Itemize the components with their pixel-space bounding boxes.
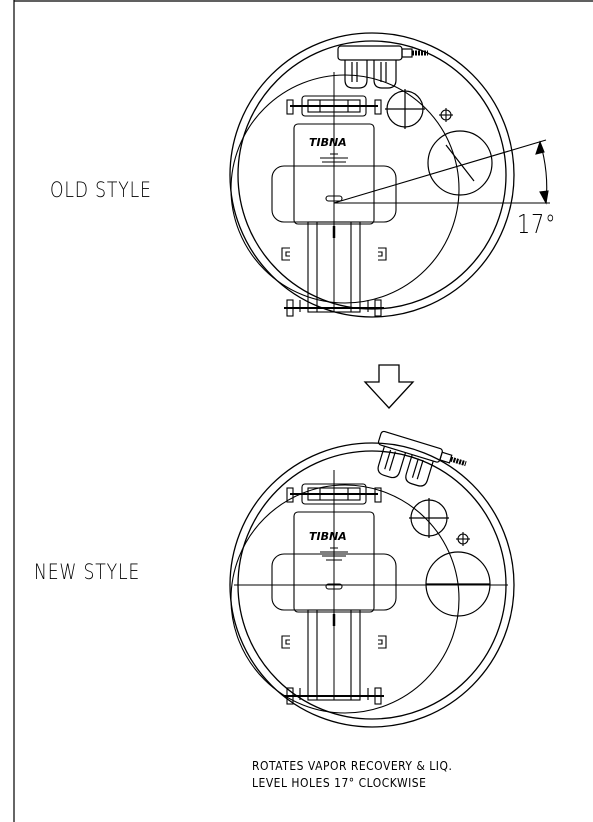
new-style-liquid-level-hole bbox=[425, 551, 491, 617]
transition-arrow-icon bbox=[363, 364, 415, 409]
old-style-angle-dimension bbox=[333, 139, 550, 205]
new-style-small-hole bbox=[456, 532, 470, 546]
rotation-note-line-1: ROTATES VAPOR RECOVERY & LIQ. bbox=[252, 758, 453, 773]
new-style-vapor-hole bbox=[409, 498, 449, 538]
old-style-hinge bbox=[337, 45, 428, 89]
old-style-label: OLD STYLE bbox=[50, 178, 152, 202]
new-style-hinge bbox=[377, 430, 467, 487]
rotation-note: ROTATES VAPOR RECOVERY & LIQ. LEVEL HOLE… bbox=[252, 757, 452, 791]
old-style-vapor-hole bbox=[385, 89, 425, 129]
old-style-brand-logo: TIBNA bbox=[309, 136, 347, 149]
new-style-label: NEW STYLE bbox=[34, 560, 141, 584]
old-style-liquid-level-hole bbox=[427, 130, 493, 196]
old-style-small-hole bbox=[439, 108, 453, 122]
rotation-note-line-2: LEVEL HOLES 17° CLOCKWISE bbox=[252, 775, 427, 790]
new-style-brand-logo: TIBNA bbox=[309, 530, 347, 543]
angle-dimension-label: 17° bbox=[517, 210, 557, 240]
